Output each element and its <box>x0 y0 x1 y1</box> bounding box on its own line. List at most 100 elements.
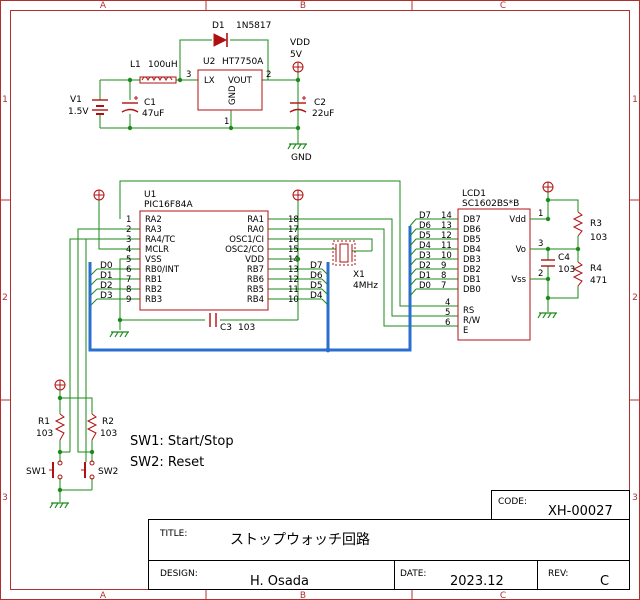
lcd-bus-label: D1 <box>419 271 431 281</box>
lcd-pin-name: DB7 <box>463 215 481 225</box>
x1-value: 4MHz <box>353 281 378 291</box>
mcu-pin-num: 16 <box>288 235 299 245</box>
lcd-pin-name: DB6 <box>463 225 481 235</box>
lcd-pin-num: 7 <box>441 281 446 291</box>
sw1-ref: SW1 <box>26 467 46 477</box>
lcd-pwr-pins: Vdd 1 Vo 3 Vss 2 <box>509 209 543 285</box>
d1-value: 1N5817 <box>236 21 271 31</box>
lcd-bus-label: D2 <box>419 261 431 271</box>
mcu-pin-name: RB0/INT <box>145 265 180 275</box>
mcu-pin-num: 1 <box>126 215 131 225</box>
bus-label: D5 <box>310 281 323 291</box>
tb-rev: C <box>600 574 609 589</box>
lcd-pin-name: DB1 <box>463 275 481 285</box>
row-label-2: 2 <box>2 293 8 303</box>
row-label-1-right: 1 <box>632 95 638 105</box>
col-label-a: A <box>100 1 107 11</box>
diode-d1 <box>213 33 228 47</box>
mcu-pin-name: RB1 <box>145 275 162 285</box>
switch-sw1 <box>49 460 63 480</box>
mcu-pin-num: 7 <box>126 275 131 285</box>
mcu-pin-name: RA2 <box>145 215 162 225</box>
lcd-pin-name: Vss <box>511 275 526 285</box>
capacitor-c2 <box>289 96 307 113</box>
r1-ref: R1 <box>38 417 50 427</box>
mcu-pin-num: 3 <box>126 235 131 245</box>
data-bus <box>88 226 412 352</box>
x1-ref: X1 <box>353 270 365 280</box>
mcu-pin-num: 5 <box>126 255 131 265</box>
lcd-pin-name: Vdd <box>509 215 526 225</box>
bus-label: D1 <box>100 271 113 281</box>
resistor-r1 <box>54 413 66 441</box>
lcd-ref: LCD1 <box>462 189 486 199</box>
tb-code: XH-00027 <box>548 504 613 519</box>
junctions-lcd <box>545 197 581 301</box>
gnd-symbol-power <box>287 143 307 150</box>
col-label-b-bottom: B <box>300 591 306 600</box>
col-label-b: B <box>300 1 306 11</box>
lcd-bus-label: D5 <box>419 231 431 241</box>
tb-title-label: TITLE: <box>159 529 187 539</box>
vdd-symbol-switches <box>54 379 66 391</box>
bus-label: D0 <box>100 261 113 271</box>
lcd-pin-name: R/W <box>463 316 481 326</box>
r2-value: 103 <box>100 429 117 439</box>
mcu-pin-num: 18 <box>288 215 299 225</box>
row-label-1: 1 <box>2 95 8 105</box>
junctions-mcu <box>117 256 301 323</box>
c4-value: 103 <box>558 265 575 275</box>
mcu-bus-labels: D0 D1 D2 D3 D7 D6 D5 D4 <box>100 261 323 301</box>
lcd-bus-label: D6 <box>419 221 431 231</box>
gnd-symbol-lcd <box>537 312 557 319</box>
lcd-pin-num: 8 <box>441 271 446 281</box>
mcu-pin-name: RA1 <box>247 215 264 225</box>
bus-label: D3 <box>100 291 113 301</box>
r3-ref: R3 <box>590 219 602 229</box>
r3-value: 103 <box>590 233 607 243</box>
u2-ref: U2 <box>203 57 215 67</box>
gnd-label: GND <box>291 153 312 163</box>
u2-pin-gnd: GND <box>228 85 238 105</box>
row-label-2-right: 2 <box>632 293 638 303</box>
tb-title: ストップウォッチ回路 <box>230 532 370 548</box>
vdd-symbol-power <box>292 61 304 73</box>
mcu-ref: U1 <box>144 190 156 200</box>
lcd-pin-name: E <box>463 326 468 336</box>
resistor-r4 <box>572 261 584 287</box>
mcu-pin-name: RB5 <box>247 285 264 295</box>
l1-value: 100uH <box>148 60 178 70</box>
mcu-pin-name: RB6 <box>247 275 264 285</box>
resistor-r3 <box>572 211 584 237</box>
gnd-symbol-mcu <box>109 331 129 338</box>
lcd-body <box>457 208 531 341</box>
sw2-ref: SW2 <box>98 467 118 477</box>
mcu-pin-num: 10 <box>288 295 299 305</box>
mcu-pin-num: 9 <box>126 295 131 305</box>
lcd-pin-name: DB2 <box>463 265 481 275</box>
regulator-u2 <box>197 69 263 111</box>
lcd-pin-name: DB5 <box>463 235 481 245</box>
mcu-pin-name: OSC1/CI <box>229 235 264 245</box>
r1-value: 103 <box>36 429 53 439</box>
mcu-pin-num: 15 <box>288 245 299 255</box>
lcd-pin-name: Vo <box>516 245 526 255</box>
mcu-right-pins: 18 RA1 17 RA0 16 OSC1/CI 15 OSC2/CO 14 V… <box>225 215 299 305</box>
u2-value: HT7750A <box>222 57 264 67</box>
switch-sw2 <box>81 460 95 480</box>
bus-label: D4 <box>310 291 323 301</box>
c1-ref: C1 <box>144 98 156 108</box>
r4-value: 471 <box>590 276 607 286</box>
lcd-bus-label: D4 <box>419 241 431 251</box>
u2-pin-vout: VOUT <box>228 76 253 86</box>
lcd-pin-num: 11 <box>441 241 452 251</box>
mcu-pin-num: 8 <box>126 285 131 295</box>
lcd-pin-num: 10 <box>441 251 452 261</box>
tb-design-label: DESIGN: <box>160 569 198 579</box>
inductor-l1 <box>139 76 177 84</box>
mcu-pin-name: RB7 <box>247 265 264 275</box>
junctions-power <box>127 77 301 131</box>
v1-value: 1.5V <box>68 107 89 117</box>
